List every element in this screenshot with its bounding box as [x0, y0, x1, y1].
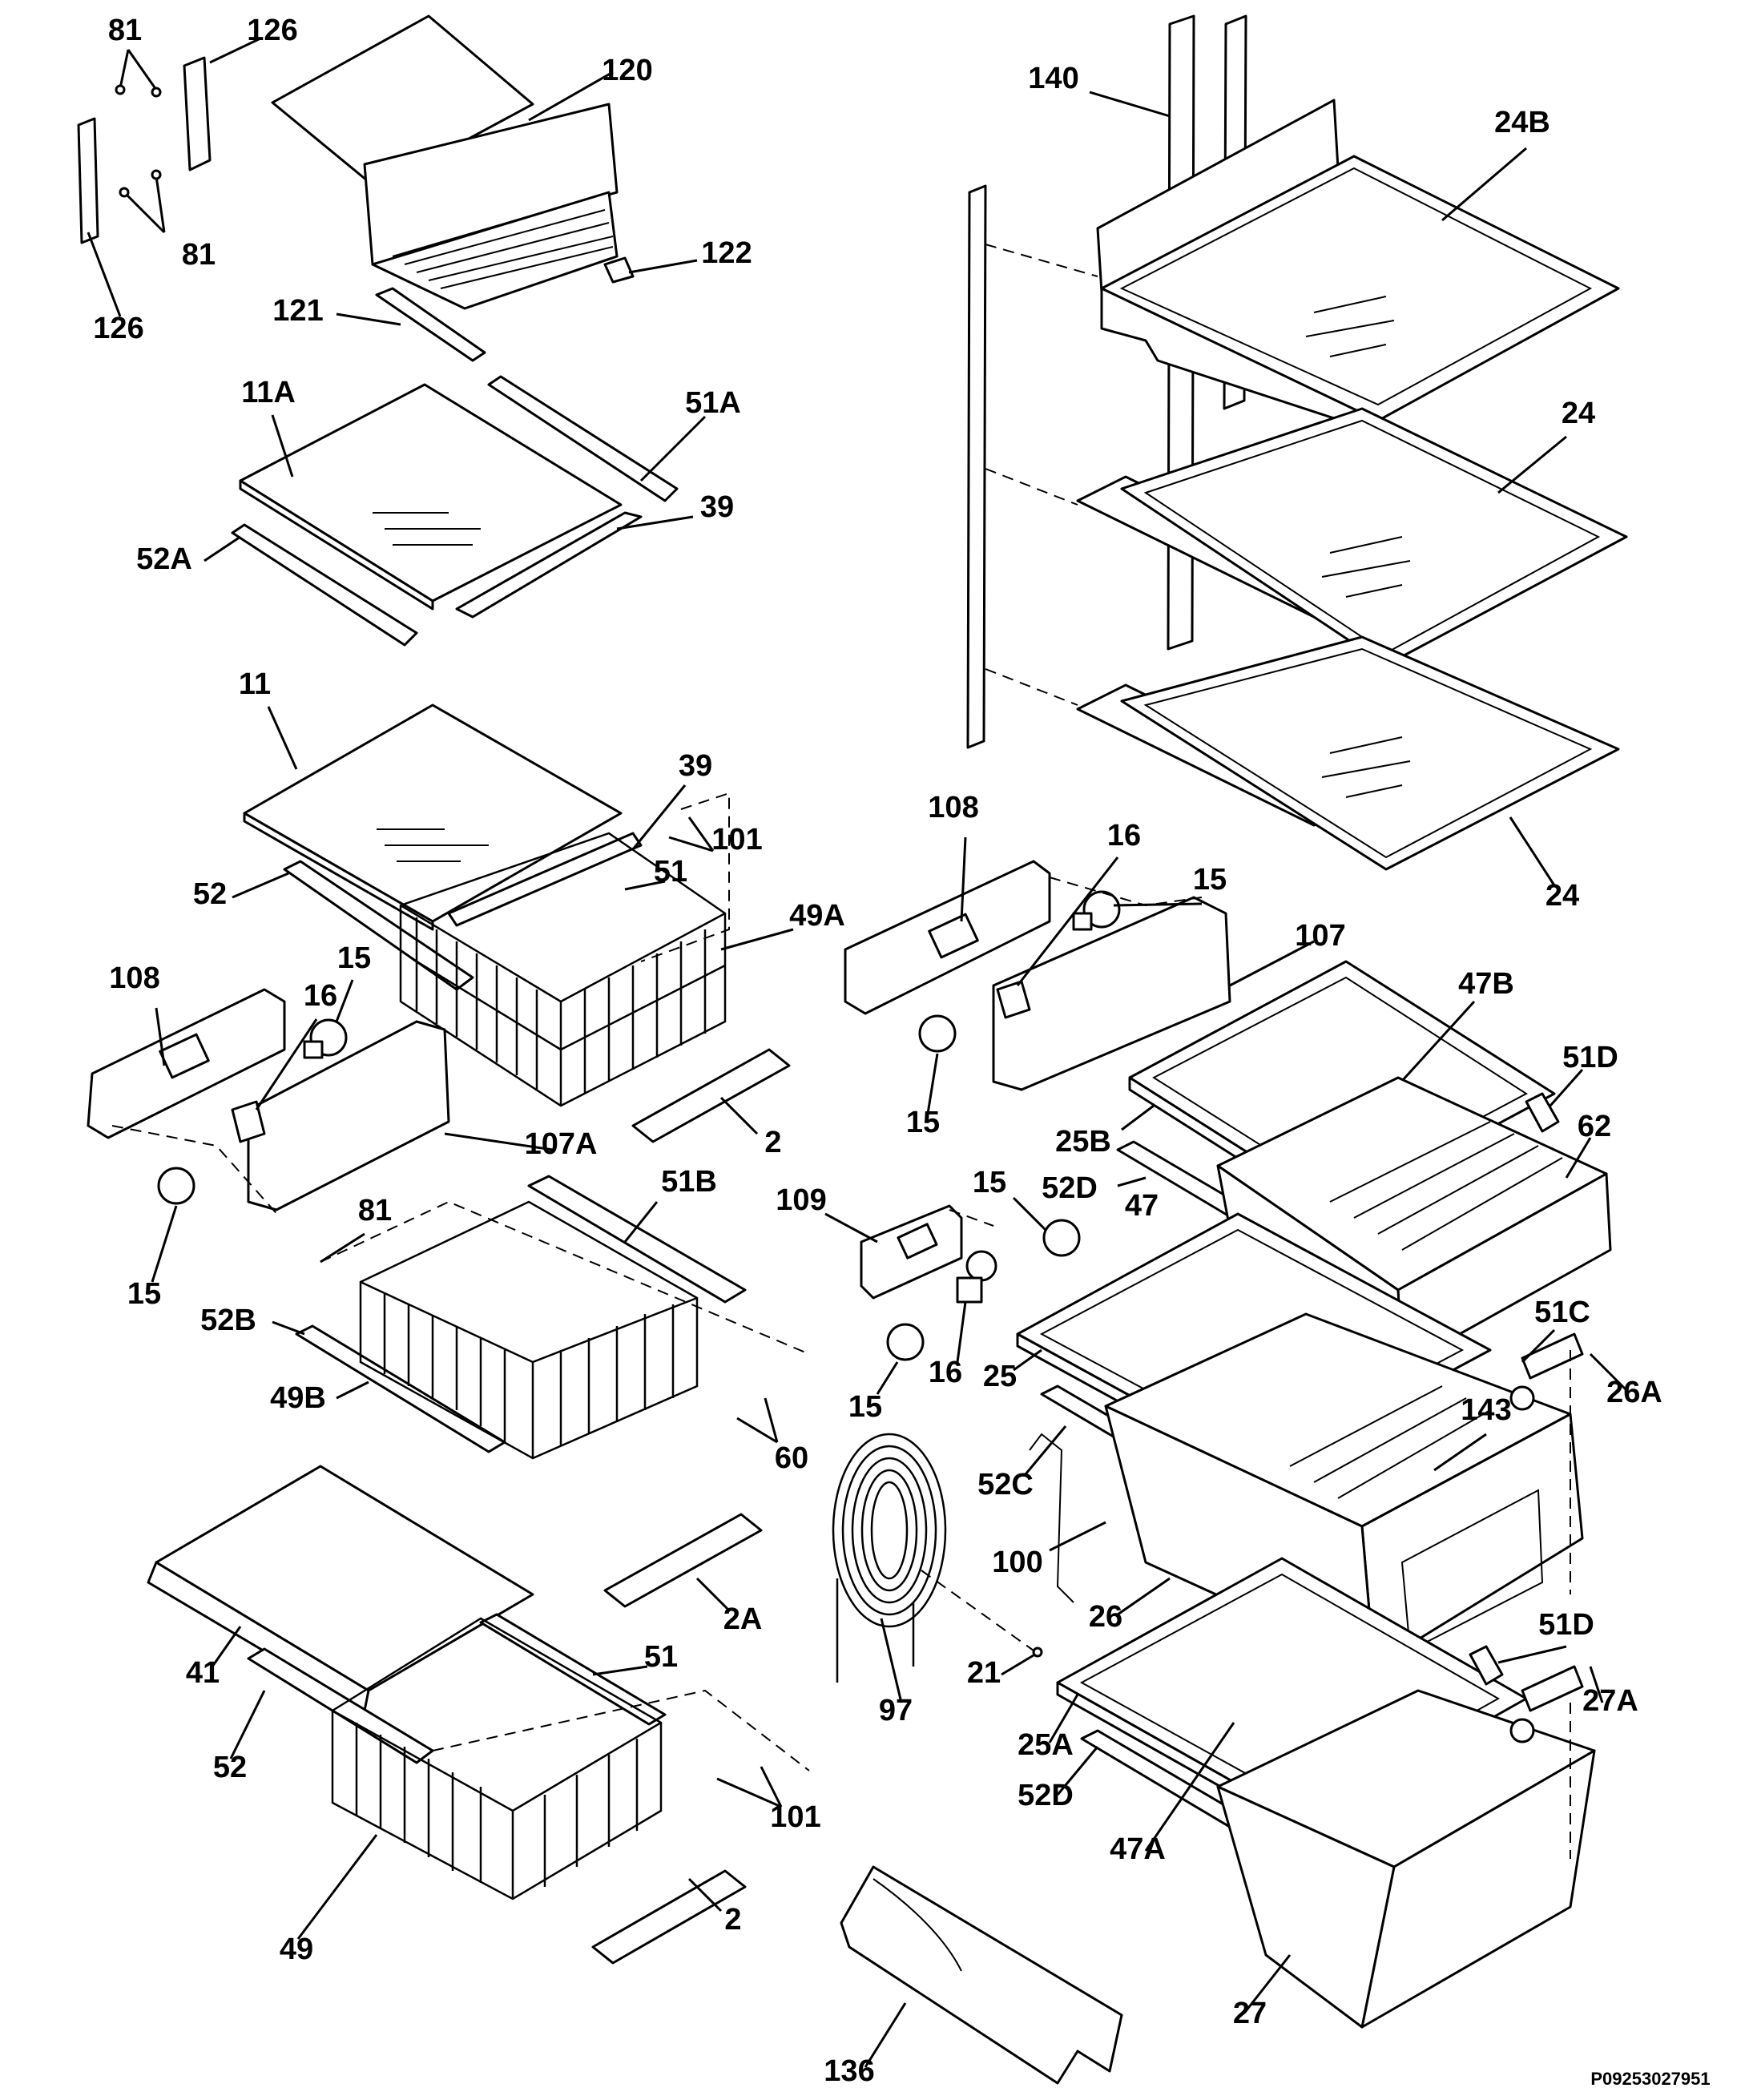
callout-c143: 143	[1461, 1393, 1511, 1427]
rail-121-122	[336, 256, 698, 362]
callout-c52A: 52A	[136, 542, 192, 576]
callout-c2a: 2	[764, 1126, 781, 1159]
callout-c15f: 15	[848, 1390, 882, 1424]
drawing-code: P09253027951	[1590, 2069, 1710, 2089]
trim-cover-2A	[603, 1513, 763, 1612]
callout-c140: 140	[1028, 62, 1078, 95]
callout-c41: 41	[186, 1656, 220, 1690]
callout-c81b: 81	[182, 238, 216, 272]
crisper-drawer-26	[1029, 1312, 1628, 1668]
shelf-rail-140	[966, 14, 1247, 749]
callout-c27A: 27A	[1582, 1684, 1638, 1718]
callout-c107: 107	[1295, 919, 1345, 953]
callout-c136: 136	[824, 2054, 874, 2088]
callout-c62: 62	[1578, 1110, 1611, 1143]
callout-c49A: 49A	[789, 899, 845, 933]
light-housing-108-left	[87, 979, 554, 1283]
callout-c107A: 107A	[525, 1127, 598, 1161]
light-housing-109	[824, 1196, 1081, 1395]
callout-c16a: 16	[304, 979, 337, 1013]
callout-c21: 21	[967, 1656, 1001, 1690]
callout-c15d: 15	[906, 1106, 940, 1139]
callout-c51Db: 51D	[1538, 1608, 1594, 1642]
callout-c39b: 39	[679, 749, 712, 783]
callout-c11A: 11A	[241, 376, 296, 409]
callout-c126b: 126	[93, 312, 143, 345]
light-housing-108-right	[844, 836, 1315, 1114]
callout-c24B: 24B	[1494, 106, 1550, 139]
callout-c51b: 51	[644, 1640, 678, 1674]
callout-c16c: 16	[929, 1356, 962, 1389]
callout-c25: 25	[983, 1360, 1017, 1393]
callout-c109: 109	[776, 1183, 826, 1217]
callout-c52Db: 52D	[1018, 1779, 1074, 1812]
callout-c15c: 15	[1193, 863, 1227, 897]
basket-49A	[399, 832, 794, 1107]
callout-c15e: 15	[973, 1166, 1006, 1199]
tubing-coil-97	[832, 1433, 1043, 1703]
callout-c101b: 101	[770, 1800, 820, 1834]
callout-c39a: 39	[700, 490, 734, 524]
callout-c51A: 51A	[685, 386, 741, 420]
callout-c52B: 52B	[200, 1304, 256, 1337]
callout-c52C: 52C	[977, 1468, 1034, 1501]
bracket-126-pair	[77, 37, 261, 317]
callout-c26A: 26A	[1606, 1376, 1662, 1409]
callout-c122: 122	[701, 236, 752, 270]
trim-cover-2-a	[631, 1048, 791, 1143]
shelf-120	[271, 14, 619, 310]
callout-c25B: 25B	[1055, 1125, 1111, 1159]
callout-c49: 49	[280, 1933, 313, 1966]
callout-c52a: 52	[193, 877, 227, 911]
callout-c51a: 51	[654, 855, 687, 889]
glass-shelf-24-bottom	[985, 635, 1620, 886]
callout-c108a: 108	[109, 961, 159, 995]
glass-shelf-24B	[985, 99, 1620, 434]
glass-shelf-11A	[204, 375, 707, 647]
callout-c51C: 51C	[1534, 1296, 1590, 1329]
callout-c121: 121	[272, 294, 323, 328]
cover-136	[840, 1865, 1123, 2085]
callout-c81a: 81	[108, 14, 142, 47]
callout-c52b: 52	[213, 1751, 247, 1784]
callout-c26: 26	[1089, 1600, 1122, 1634]
callout-c101a: 101	[711, 823, 762, 857]
glass-shelf-11	[232, 703, 730, 991]
callout-c100: 100	[992, 1546, 1042, 1579]
callout-c51B: 51B	[661, 1165, 717, 1199]
callout-c24a: 24	[1562, 397, 1595, 430]
callout-c97: 97	[879, 1694, 913, 1727]
callout-c25A: 25A	[1018, 1728, 1074, 1762]
callout-c2b: 2	[724, 1903, 741, 1937]
callout-c108b: 108	[928, 791, 978, 824]
callout-c15b: 15	[127, 1277, 161, 1311]
callout-c60: 60	[775, 1441, 808, 1475]
callout-c47B: 47B	[1458, 967, 1514, 1001]
callout-c51Da: 51D	[1562, 1041, 1618, 1074]
basket-49B	[272, 1175, 810, 1460]
callout-c81c: 81	[358, 1194, 392, 1227]
callout-c52Da: 52D	[1042, 1171, 1098, 1205]
callout-c15a: 15	[337, 941, 371, 975]
crisper-drawer-27	[1216, 1665, 1604, 2029]
trim-cover-2-b	[591, 1869, 747, 1965]
callout-c11: 11	[239, 667, 271, 701]
callout-c49B: 49B	[270, 1381, 326, 1415]
callout-c47A: 47A	[1110, 1832, 1166, 1866]
glass-shelf-24-middle	[985, 407, 1628, 667]
callout-c126a: 126	[247, 14, 297, 47]
callout-c2A: 2A	[723, 1602, 763, 1636]
callout-c120: 120	[602, 54, 652, 87]
basket-49	[229, 1613, 810, 1940]
callout-c16b: 16	[1107, 819, 1141, 852]
callout-c27: 27	[1233, 1997, 1267, 2030]
callout-c47: 47	[1125, 1189, 1159, 1223]
callout-labels: 81 126 120 81 122 126 121 11A 51A 39 52A 11 39 101 51 5…	[93, 14, 1662, 2088]
callout-c24b: 24	[1545, 879, 1579, 913]
